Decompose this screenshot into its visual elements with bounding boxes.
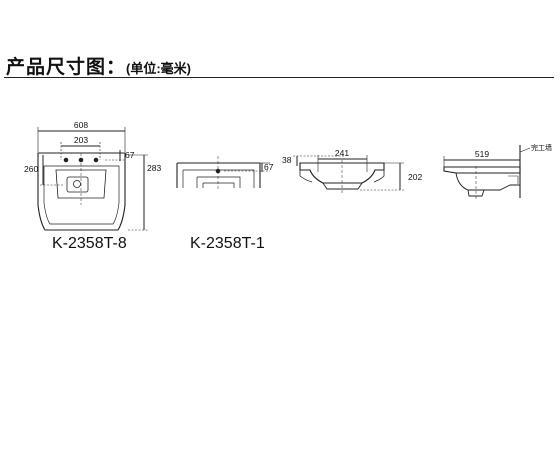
faucet-hole-center [78,157,84,163]
page-title: 产品尺寸图：(单位:毫米) [6,52,191,79]
dim-260: 260 [24,164,38,174]
title-text: 产品尺寸图： [6,57,127,78]
model-label-8: K-2358T-8 [52,235,127,252]
drain-icon [73,180,81,188]
faucet-hole-left [63,157,69,163]
basin-inner [43,165,120,225]
faucet-hole-right [93,157,99,163]
dim-67-single: 67 [264,162,274,172]
dim-608: 608 [74,120,88,130]
bowl-well [66,176,89,193]
model-label-1: K-2358T-1 [190,235,265,252]
unit-note: (单位:毫米) [126,61,192,76]
basin-outline [37,152,126,231]
dim-283: 283 [147,163,161,173]
faucet-hole-single [215,168,221,174]
dim-67-top: 67 [125,150,135,160]
wall-label: 完工墙 [531,143,552,152]
top-view-1: 67 [176,156,274,190]
side-view: 519 完工墙 [443,143,552,199]
side-rim [443,166,521,174]
side-bowl [455,172,520,191]
dim-519: 519 [475,149,489,159]
dim-38: 38 [282,155,292,165]
dim-203: 203 [74,135,88,145]
front-view: 38 241 202 [282,148,422,194]
top-view-8: 608 203 67 260 283 [24,120,161,231]
dim-202: 202 [408,172,422,182]
bowl-rim [55,169,107,199]
title-divider [4,77,554,78]
dim-241: 241 [335,148,349,158]
